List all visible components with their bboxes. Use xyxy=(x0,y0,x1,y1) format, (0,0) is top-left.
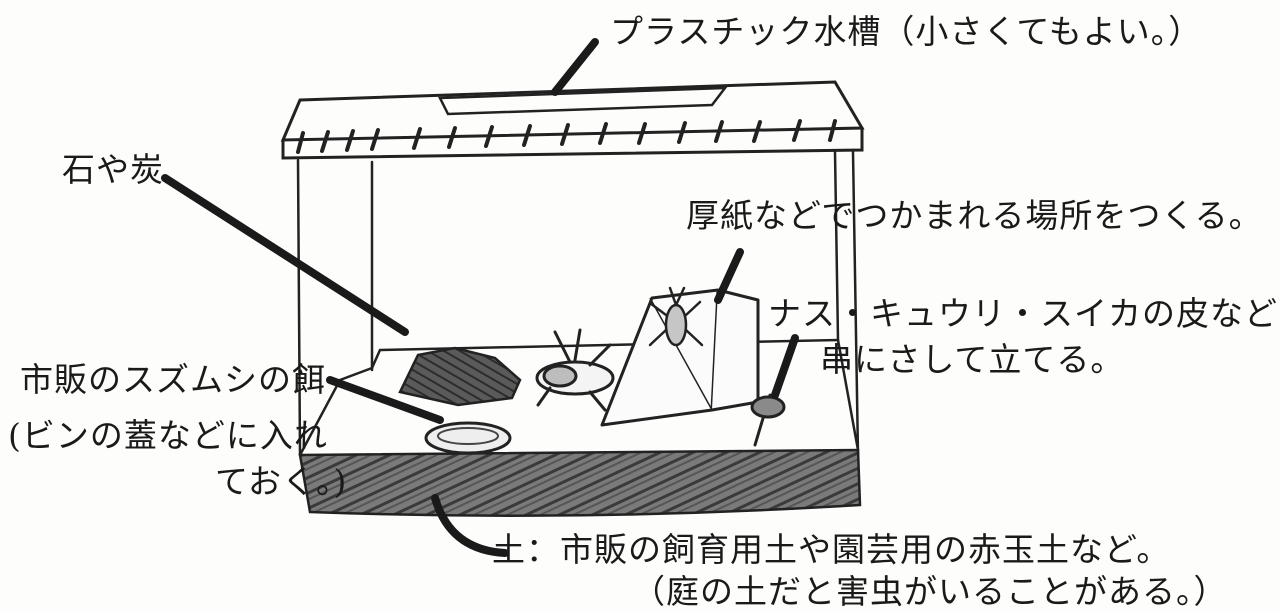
vegetable-skewer-icon xyxy=(750,393,786,447)
label-soil-line1: 土：市販の飼育用土や園芸用の赤玉土など。 xyxy=(492,530,1171,569)
label-food-line2: (ビンの蓋などに入れ xyxy=(8,416,328,455)
leader-soil xyxy=(431,494,509,557)
label-vegetable-line2: 串にさして立てる。 xyxy=(820,340,1125,379)
label-tank: プラスチック水槽（小さくてもよい。） xyxy=(610,12,1203,51)
leader-cardboard xyxy=(714,248,744,304)
stones-icon xyxy=(398,346,522,407)
label-stones: 石や炭 xyxy=(62,150,164,189)
label-food-line3: ておく。) xyxy=(215,462,348,501)
label-vegetable-line1: ナス・キュウリ・スイカの皮などを xyxy=(768,294,1280,333)
leader-stones xyxy=(161,174,409,336)
label-cardboard: 厚紙などでつかまれる場所をつくる。 xyxy=(686,196,1263,235)
soil-layer xyxy=(298,448,862,517)
cricket-icon xyxy=(535,328,615,412)
food-dish-icon xyxy=(424,421,512,455)
leader-food xyxy=(326,376,444,424)
leader-vegetable xyxy=(771,334,799,399)
cricket-on-cardboard-icon xyxy=(648,286,704,347)
label-soil-line2: （庭の土だと害虫がいることがある。） xyxy=(632,572,1228,611)
label-food-line1: 市販のスズムシの餌 xyxy=(20,360,326,399)
leader-lines xyxy=(161,38,799,557)
cardboard-perch-icon xyxy=(600,288,760,427)
leader-tank xyxy=(551,38,599,96)
tank-lid xyxy=(280,80,865,160)
